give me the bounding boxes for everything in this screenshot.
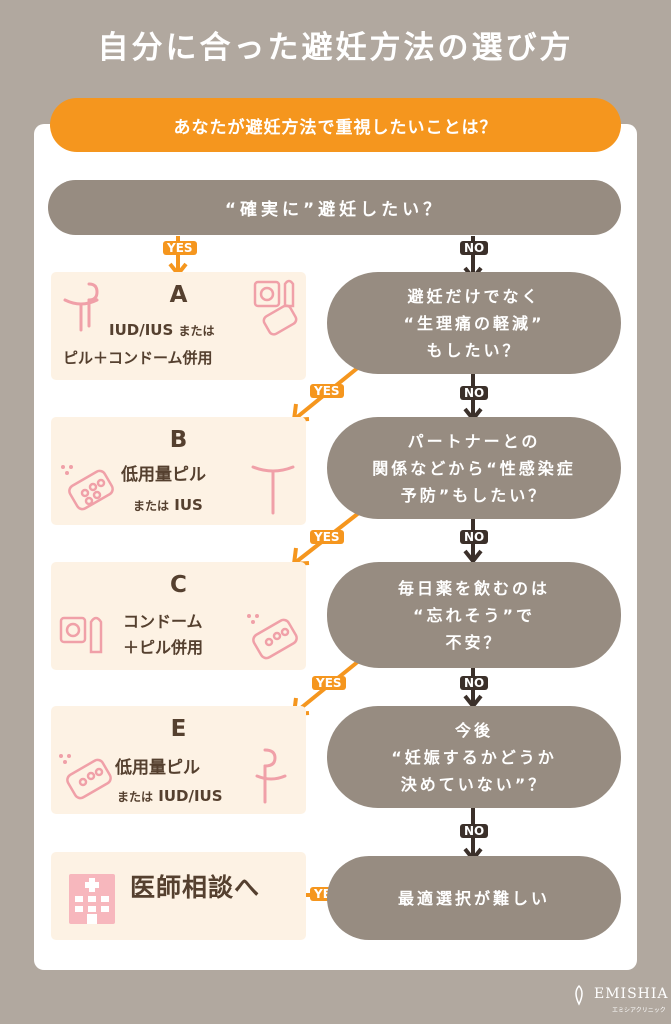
answer-letter: A xyxy=(169,282,188,308)
question-sti-prevention: パートナーとの関係などから“性感染症予防”もしたい？ xyxy=(327,417,621,519)
brand-subtitle: エミシアクリニック xyxy=(612,1007,666,1014)
question-forget-pill: 毎日薬を飲むのは“忘れそう”で不安？ xyxy=(327,562,621,668)
hospital-icon xyxy=(69,874,115,924)
page-title: 自分に合った避妊方法の選び方 xyxy=(97,30,574,66)
answer-letter: B xyxy=(169,427,188,453)
answer-text: ＋ピル併用 xyxy=(123,638,204,657)
yes-label: YES xyxy=(310,384,344,398)
answer-box-a: A IUD/IUS または ピル＋コンドーム併用 xyxy=(51,272,306,380)
content-card xyxy=(34,124,637,970)
answer-box-c: C コンドーム ＋ピル併用 xyxy=(51,562,306,670)
answer-text: コンドーム xyxy=(123,612,203,631)
condom-icon xyxy=(59,616,103,654)
answer-text: 低用量ピル xyxy=(121,465,206,485)
no-label: NO xyxy=(460,824,489,838)
answer-letter: C xyxy=(170,572,187,598)
answer-box-b: B 低用量ピル または IUS xyxy=(51,417,306,525)
no-label: NO xyxy=(460,386,489,400)
answer-text: または IUS xyxy=(133,496,203,514)
answer-text: ピル＋コンドーム併用 xyxy=(63,349,213,367)
ius-icon xyxy=(251,465,295,515)
pill-icon xyxy=(59,754,112,800)
no-label: NO xyxy=(460,241,489,255)
answer-text: 低用量ピル xyxy=(115,758,200,778)
condom-pill-icon xyxy=(253,279,298,336)
brand-name: EMISHIA xyxy=(594,986,669,1002)
question-pain-relief: 避妊だけでなく“生理痛の軽減”もしたい？ xyxy=(327,272,621,374)
answer-text: または IUD/IUS xyxy=(117,787,223,805)
question-pregnancy-plan: 今後“妊娠するかどうか決めていない”？ xyxy=(327,706,621,808)
question-certain: “確実に”避妊したい？ xyxy=(48,180,621,235)
no-label: NO xyxy=(460,530,489,544)
yes-label: YES xyxy=(312,676,346,690)
answer-box-consult xyxy=(51,852,306,940)
yes-label: YES xyxy=(310,530,344,544)
no-label: NO xyxy=(460,676,489,690)
answer-letter: E xyxy=(170,716,187,742)
pill-icon xyxy=(247,614,298,660)
iud-icon xyxy=(63,282,99,332)
question-banner: あなたが避妊方法で重視したいことは？ xyxy=(50,98,621,152)
answer-text: IUD/IUS または xyxy=(109,321,215,339)
yes-label: YES xyxy=(163,241,197,255)
consult-doctor-text: 医師相談へ xyxy=(130,873,261,902)
answer-box-e: E 低用量ピル または IUD/IUS xyxy=(51,706,306,814)
brand-logo-icon xyxy=(575,984,583,1006)
iud-icon xyxy=(255,748,287,804)
question-difficult: 最適選択が難しい xyxy=(327,856,621,940)
pill-icon xyxy=(61,465,114,511)
